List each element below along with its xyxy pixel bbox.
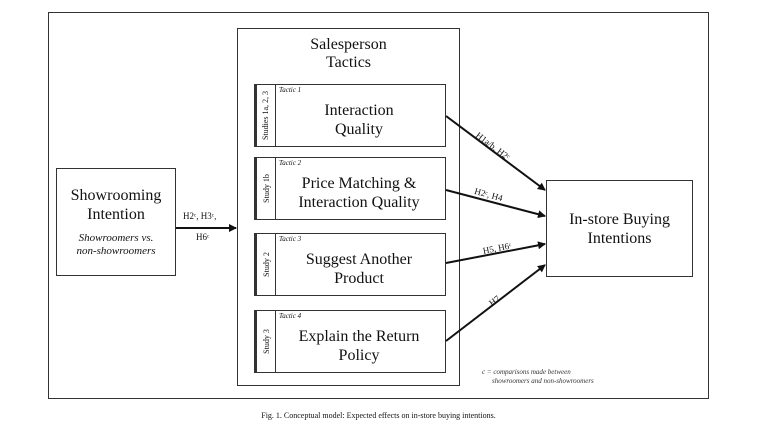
input-edge-label-line1: H2ᶜ, H3ᶜ,: [183, 211, 217, 221]
showrooming-subtitle-line2: non-showroomers: [76, 245, 156, 257]
tactic-3-line2: Product: [334, 269, 384, 287]
figure-caption: Fig. 1. Conceptual model: Expected effec…: [261, 411, 496, 420]
tactic-1-tag: Tactic 1: [279, 86, 302, 94]
outcome-line2: Intentions: [587, 229, 652, 247]
tactic-4-line1: Explain the Return: [298, 327, 420, 345]
diagram-frame: [48, 12, 709, 399]
tactic-1-text: Interaction Quality: [273, 93, 445, 146]
arrow-tactic-2-to-outcome: [445, 189, 546, 219]
tactic-1-line1: Interaction: [324, 101, 394, 119]
input-edge-label-line2: H6ᶜ: [196, 232, 210, 242]
in-store-buying-intentions-box: In-store Buying Intentions: [546, 180, 693, 277]
salesperson-title-line1: Salesperson: [310, 36, 387, 53]
outcome-line1: In-store Buying: [569, 210, 670, 228]
tactic-4-tag: Tactic 4: [279, 312, 302, 320]
showrooming-title-line2: Intention: [87, 206, 145, 223]
tactic-3-box: Study 2 Tactic 3 Suggest Another Product: [254, 233, 446, 296]
note-line2: showroomers and non-showroomers: [492, 377, 594, 385]
tactic-2-line1: Price Matching &: [301, 174, 417, 192]
tactic-4-line2: Policy: [338, 346, 380, 364]
arrow-tactic-3-to-outcome: [445, 241, 546, 264]
tactic-1-box: Studies 1a, 2, 3 Tactic 1 Interaction Qu…: [254, 84, 446, 147]
tactic-2-box: Study 1b Tactic 2 Price Matching & Inter…: [254, 157, 446, 220]
comparison-note: c = comparisons made between showroomers…: [482, 368, 594, 386]
tactic-3-line1: Suggest Another: [305, 250, 413, 268]
showrooming-intention-box: Showrooming Intention Showroomers vs. no…: [56, 168, 176, 276]
note-line1: c = comparisons made between: [482, 368, 571, 376]
tactic-4-box: Study 3 Tactic 4 Explain the Return Poli…: [254, 310, 446, 373]
arrow-tactic-4-to-outcome: [445, 264, 546, 342]
tactic-2-study-strip: Study 1b: [255, 158, 276, 219]
tactic-2-line2: Interaction Quality: [298, 193, 420, 211]
tactic-3-study-strip: Study 2: [255, 234, 276, 295]
tactic-1-line2: Quality: [335, 120, 383, 138]
showrooming-subtitle-line1: Showroomers vs.: [78, 232, 154, 244]
salesperson-title-line2: Tactics: [325, 54, 372, 71]
tactic-2-tag: Tactic 2: [279, 159, 302, 167]
arrow-tactic-1-to-outcome: [445, 115, 546, 191]
tactic-3-tag: Tactic 3: [279, 235, 302, 243]
tactic-2-text: Price Matching & Interaction Quality: [273, 166, 445, 219]
tactic-3-text: Suggest Another Product: [273, 242, 445, 295]
tactic-4-text: Explain the Return Policy: [273, 319, 445, 372]
tactic-4-study-strip: Study 3: [255, 311, 276, 372]
showrooming-title-line1: Showrooming: [70, 187, 162, 204]
tactic-1-study-strip: Studies 1a, 2, 3: [255, 85, 276, 146]
